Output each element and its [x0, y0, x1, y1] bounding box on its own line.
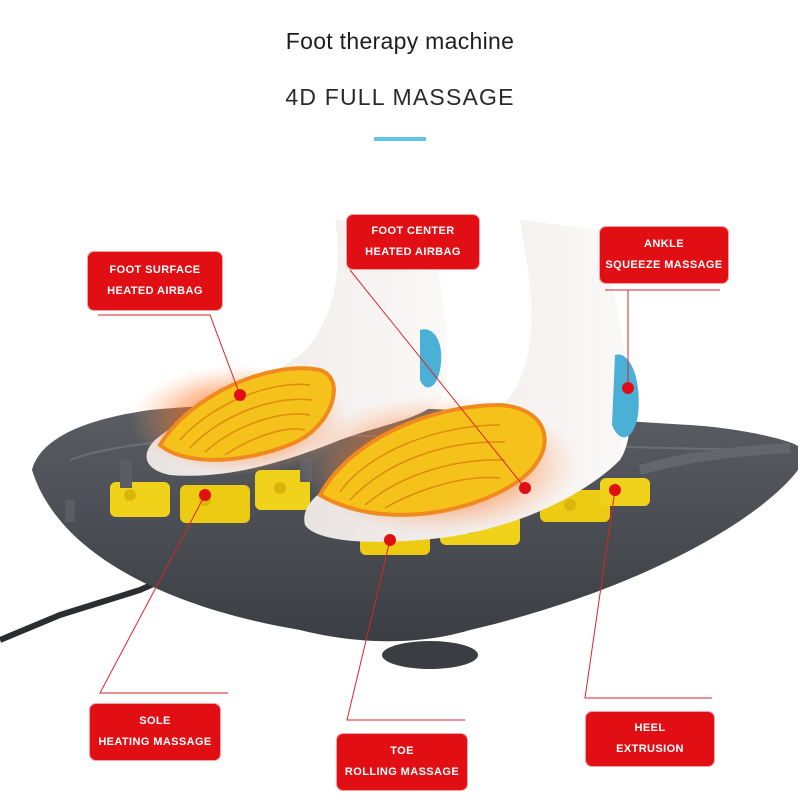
- right-foot: [300, 220, 639, 542]
- indicator-dots: [199, 382, 634, 546]
- label-sole-heating-massage: SOLE HEATING MASSAGE: [90, 704, 220, 760]
- label-foot-surface-heated-airbag: FOOT SURFACE HEATED AIRBAG: [88, 252, 222, 310]
- label-ankle-squeeze-massage: ANKLE SQUEEZE MASSAGE: [600, 227, 728, 283]
- accent-divider: [374, 137, 426, 141]
- label-toe-rolling-massage: TOE ROLLING MASSAGE: [337, 734, 467, 790]
- page-title: Foot therapy machine: [285, 28, 515, 54]
- leader-lines: [98, 269, 720, 721]
- page-subtitle: 4D FULL MASSAGE: [285, 84, 515, 110]
- label-foot-center-heated-airbag: FOOT CENTER HEATED AIRBAG: [347, 215, 479, 269]
- label-heel-extrusion: HEEL EXTRUSION: [586, 712, 714, 766]
